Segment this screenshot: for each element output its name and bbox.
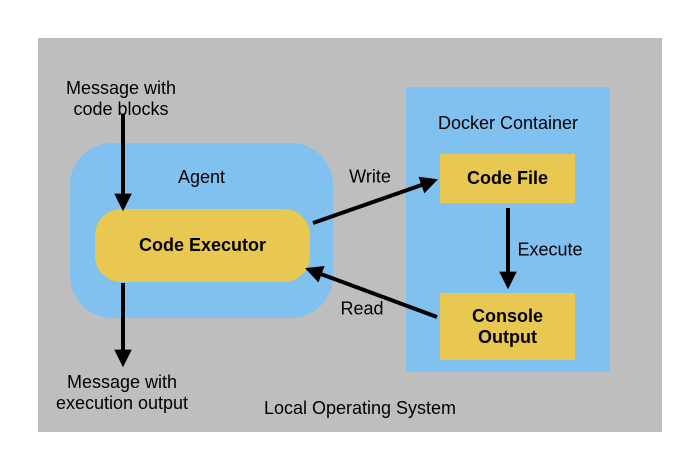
console-output-node: Console Output (440, 293, 575, 360)
code-executor-label: Code Executor (138, 235, 267, 255)
write-edge-label: Write (349, 166, 391, 187)
console-output-label: Console Output (471, 305, 543, 347)
docker-container-label: Docker Container (437, 113, 579, 133)
code-file-node: Code File (440, 154, 575, 203)
read-edge-label: Read (340, 298, 384, 319)
execute-edge-label: Execute (517, 239, 583, 260)
local-operating-system-label: Local Operating System (263, 398, 457, 418)
agent-label: Agent (177, 167, 226, 187)
outgoing-message-label: Message with execution output (55, 372, 189, 413)
code-file-label: Code File (466, 168, 548, 188)
code-executor-node: Code Executor (95, 209, 310, 282)
incoming-message-label: Message with code blocks (65, 78, 177, 119)
